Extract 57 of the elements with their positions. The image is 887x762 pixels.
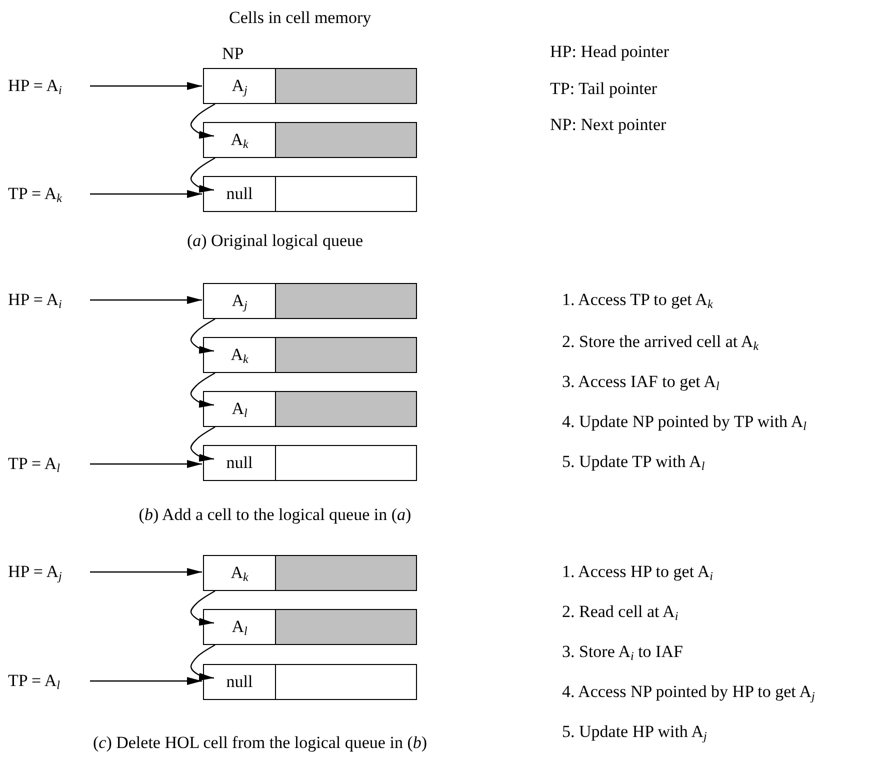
annotation-text: 4. Access NP pointed by HP to get A$_{j}$ (562, 682, 815, 702)
annotation-text: 3. Store A$_{i}$ to IAF (562, 642, 683, 662)
annotation-text: TP: Tail pointer (550, 79, 658, 99)
next-pointer-value: A$_{j}$ (230, 291, 248, 311)
arrow (190, 372, 216, 408)
next-pointer-value: A$_{j}$ (230, 76, 248, 96)
queue-cell (203, 122, 417, 158)
arrow (90, 568, 202, 576)
arrow (90, 190, 202, 198)
next-pointer-value: A$_{k}$ (230, 130, 250, 150)
queue-cell (203, 176, 417, 212)
pointer-label: TP = A$_{l}$ (8, 454, 90, 474)
next-pointer-value: A$_{k}$ (230, 345, 250, 365)
next-pointer-value: null (225, 672, 254, 692)
annotation-text: 4. Update NP pointed by TP with A$_{l}$ (562, 412, 806, 432)
next-pointer-value: null (225, 453, 254, 473)
queue-cell (203, 664, 417, 700)
annotation-text: 5. Update TP with A$_{l}$ (562, 452, 705, 472)
arrow (190, 644, 216, 681)
annotation-text: 3. Access IAF to get A$_{l}$ (562, 372, 720, 392)
arrow (190, 590, 216, 626)
pointer-label: HP = A$_{j}$ (8, 562, 90, 582)
next-pointer-value: A$_{k}$ (230, 563, 250, 583)
arrow (190, 157, 216, 193)
queue-cell (203, 609, 417, 645)
queue-cell (203, 555, 417, 591)
annotation-text: 5. Update HP with A$_{j}$ (562, 722, 707, 742)
queue-cell (203, 445, 417, 481)
next-pointer-value: null (225, 184, 254, 204)
pointer-label: HP = A$_{i}$ (8, 76, 90, 96)
annotation-text: NP: Next pointer (550, 115, 666, 135)
queue-cell (203, 68, 417, 104)
arrow (90, 82, 202, 90)
arrow (90, 460, 202, 468)
annotation-text: 1. Access HP to get A$_{i}$ (562, 562, 713, 582)
pointer-label: TP = A$_{l}$ (8, 671, 90, 691)
pointer-label: HP = A$_{i}$ (8, 290, 90, 310)
arrow (190, 103, 216, 139)
annotation-text: NP (222, 44, 244, 64)
next-pointer-value: A$_{l}$ (230, 399, 248, 419)
subfigure-caption: (b) Add a cell to the logical queue in (a) (138, 505, 412, 525)
annotation-text: Cells in cell memory (229, 8, 372, 28)
annotation-text: 2. Read cell at A$_{i}$ (562, 602, 678, 622)
queue-cell (203, 283, 417, 319)
pointer-label: TP = A$_{k}$ (8, 184, 90, 204)
arrow (190, 318, 216, 354)
annotation-text: 1. Access TP to get A$_{k}$ (562, 290, 713, 310)
annotation-text: HP: Head pointer (550, 42, 669, 62)
arrow (90, 677, 202, 685)
subfigure-caption: (c) Delete HOL cell from the logical queue in (b) (92, 733, 428, 753)
subfigure-caption: (a) Original logical queue (186, 231, 364, 251)
queue-cell (203, 337, 417, 373)
annotation-text: 2. Store the arrived cell at A$_{k}$ (562, 332, 759, 352)
arrow (90, 296, 202, 304)
queue-cell (203, 391, 417, 427)
next-pointer-value: A$_{l}$ (230, 617, 248, 637)
arrow (190, 426, 216, 462)
